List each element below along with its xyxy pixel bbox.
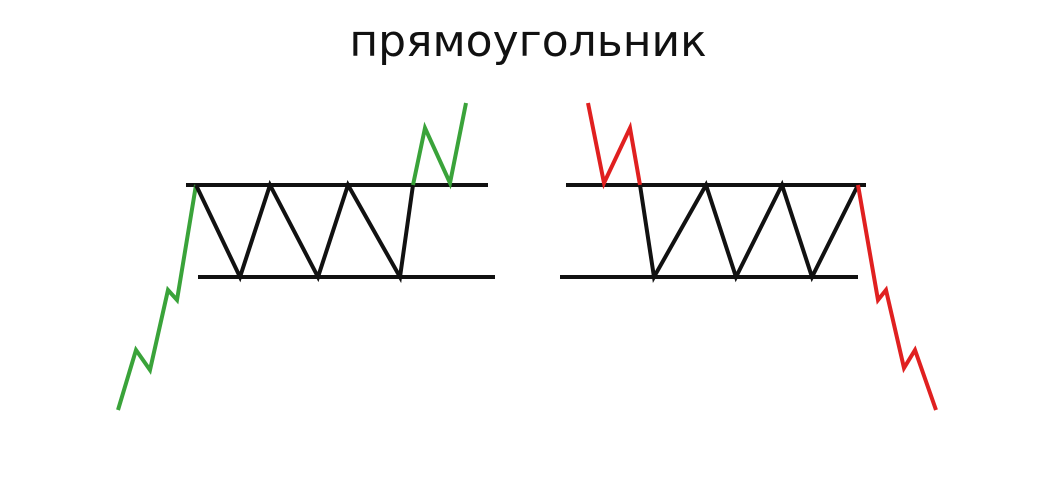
bullish-rectangle-pattern bbox=[116, 102, 495, 411]
diagram-title: прямоугольник bbox=[349, 16, 707, 67]
consolidation-zigzag-right bbox=[638, 179, 860, 284]
bullish-breakout-line bbox=[411, 102, 468, 190]
prior-uptrend-line bbox=[116, 184, 198, 411]
consolidation-zigzag-left bbox=[194, 179, 415, 284]
bearish-breakdown-line bbox=[856, 184, 938, 411]
prior-move-line bbox=[586, 102, 642, 190]
bearish-rectangle-pattern bbox=[560, 102, 938, 411]
